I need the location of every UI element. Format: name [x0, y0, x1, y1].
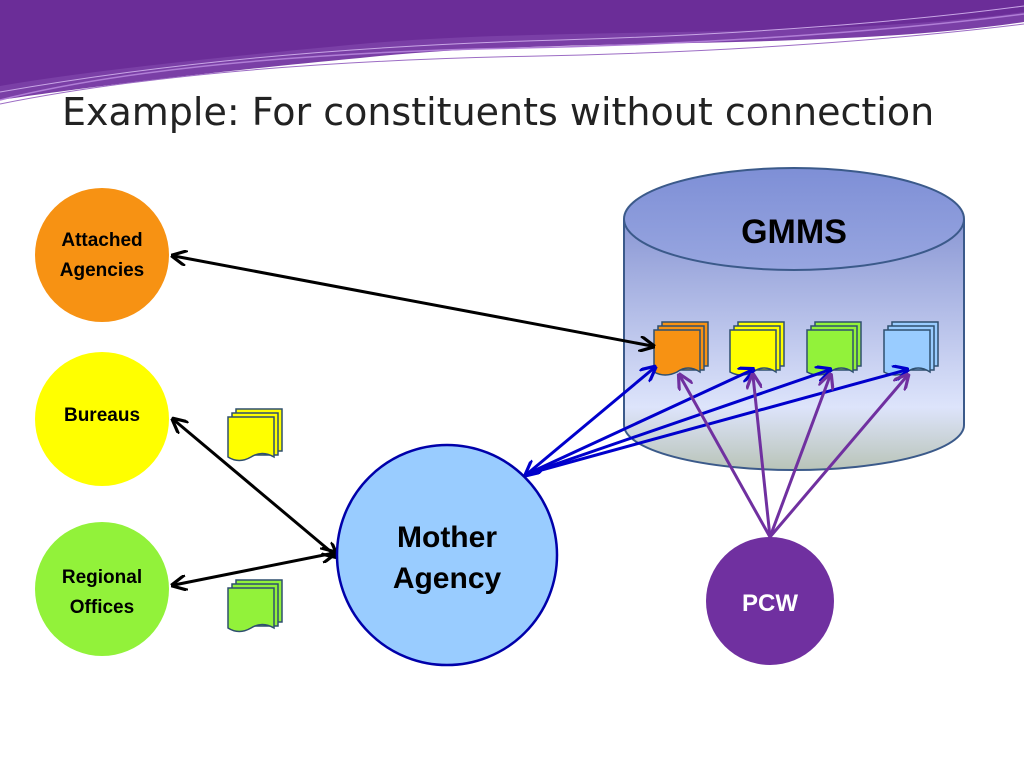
- arrow-pcw-doc-yellow: [753, 376, 772, 538]
- slide-title: Example: For constituents without connec…: [62, 90, 935, 134]
- node-bureaus: Bureaus: [35, 352, 169, 486]
- bureaus-label: Bureaus: [64, 405, 140, 426]
- arrow-mother-doc-green: [526, 370, 829, 476]
- doc-stack-yellow-floating: [227, 408, 283, 462]
- pcw-label: PCW: [742, 590, 798, 617]
- doc-stack-yellow: [729, 321, 785, 376]
- header-swoosh: [0, 0, 1024, 105]
- node-regional-offices: Regional Offices: [35, 522, 169, 656]
- node-attached-agencies: Attached Agencies: [35, 188, 169, 322]
- gmms-label: GMMS: [741, 213, 847, 251]
- arrow-attached-gmms: [174, 256, 652, 346]
- mother-agency-line2: Agency: [393, 562, 502, 595]
- arrow-mother-doc-orange: [527, 368, 654, 474]
- arrow-mother-doc-yellow: [526, 370, 752, 476]
- attached-agencies-line2: Agencies: [60, 260, 144, 281]
- doc-stack-blue: [883, 321, 939, 376]
- gmms-database: GMMS: [623, 167, 965, 471]
- arrow-mother-doc-blue: [526, 370, 906, 476]
- arrow-pcw-doc-green: [768, 376, 830, 538]
- arrows: [174, 256, 907, 585]
- attached-agencies-line1: Attached: [61, 230, 142, 251]
- mother-agency-line1: Mother: [397, 521, 497, 554]
- node-pcw: PCW: [706, 537, 834, 665]
- regional-offices-line1: Regional: [62, 567, 142, 588]
- regional-offices-line2: Offices: [70, 597, 134, 618]
- arrow-pcw-doc-orange: [680, 376, 772, 538]
- doc-stack-orange: [653, 321, 709, 376]
- arrow-regional-mother: [174, 553, 334, 585]
- arrow-pcw-doc-blue: [768, 376, 907, 538]
- doc-stack-green: [806, 321, 862, 376]
- arrow-bureaus-mother: [174, 420, 336, 556]
- node-mother-agency: Mother Agency: [335, 443, 559, 667]
- doc-stack-green-floating: [227, 579, 283, 633]
